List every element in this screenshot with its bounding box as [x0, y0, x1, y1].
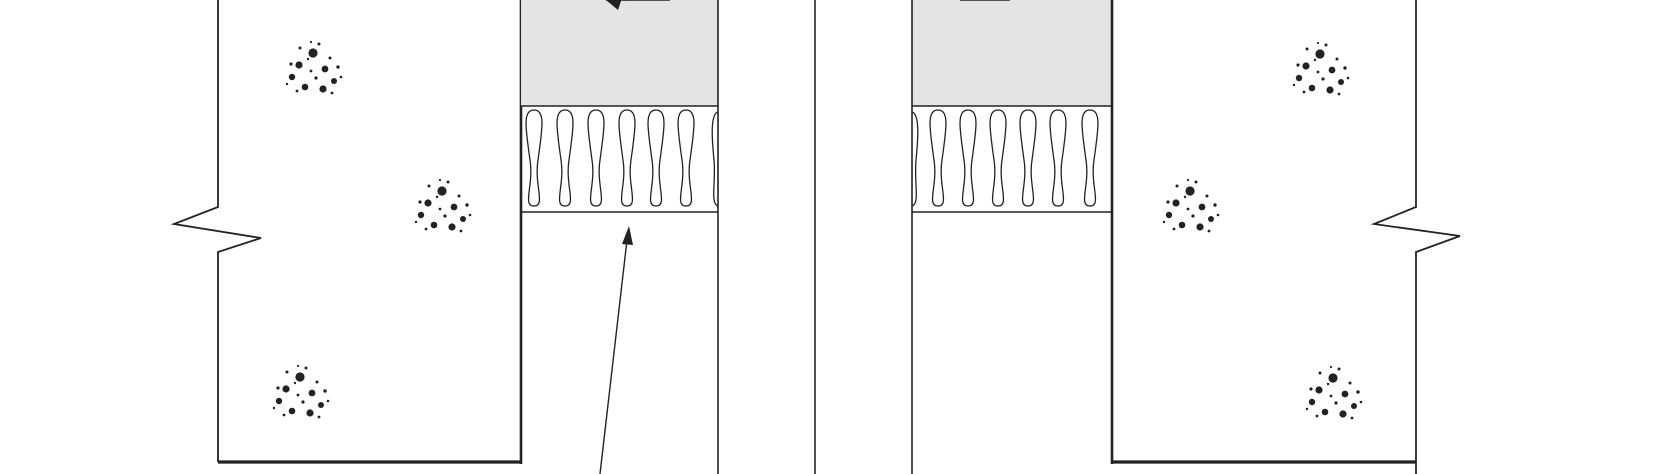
aggregate-left — [272, 40, 472, 419]
backer-rod-left — [525, 109, 719, 207]
joint-channel-right — [911, 0, 1112, 474]
backer-rod-right — [911, 109, 1099, 207]
joint-channel-left — [521, 0, 719, 474]
concrete-slab-right — [1110, 0, 1461, 474]
leader-arrow-sealant — [606, 0, 670, 10]
sealant-right — [912, 0, 1112, 106]
sealant-left — [521, 0, 718, 106]
aggregate-right — [1162, 41, 1363, 420]
concrete-slab-left — [170, 0, 523, 464]
leader-arrow-backer-rod — [599, 226, 633, 474]
